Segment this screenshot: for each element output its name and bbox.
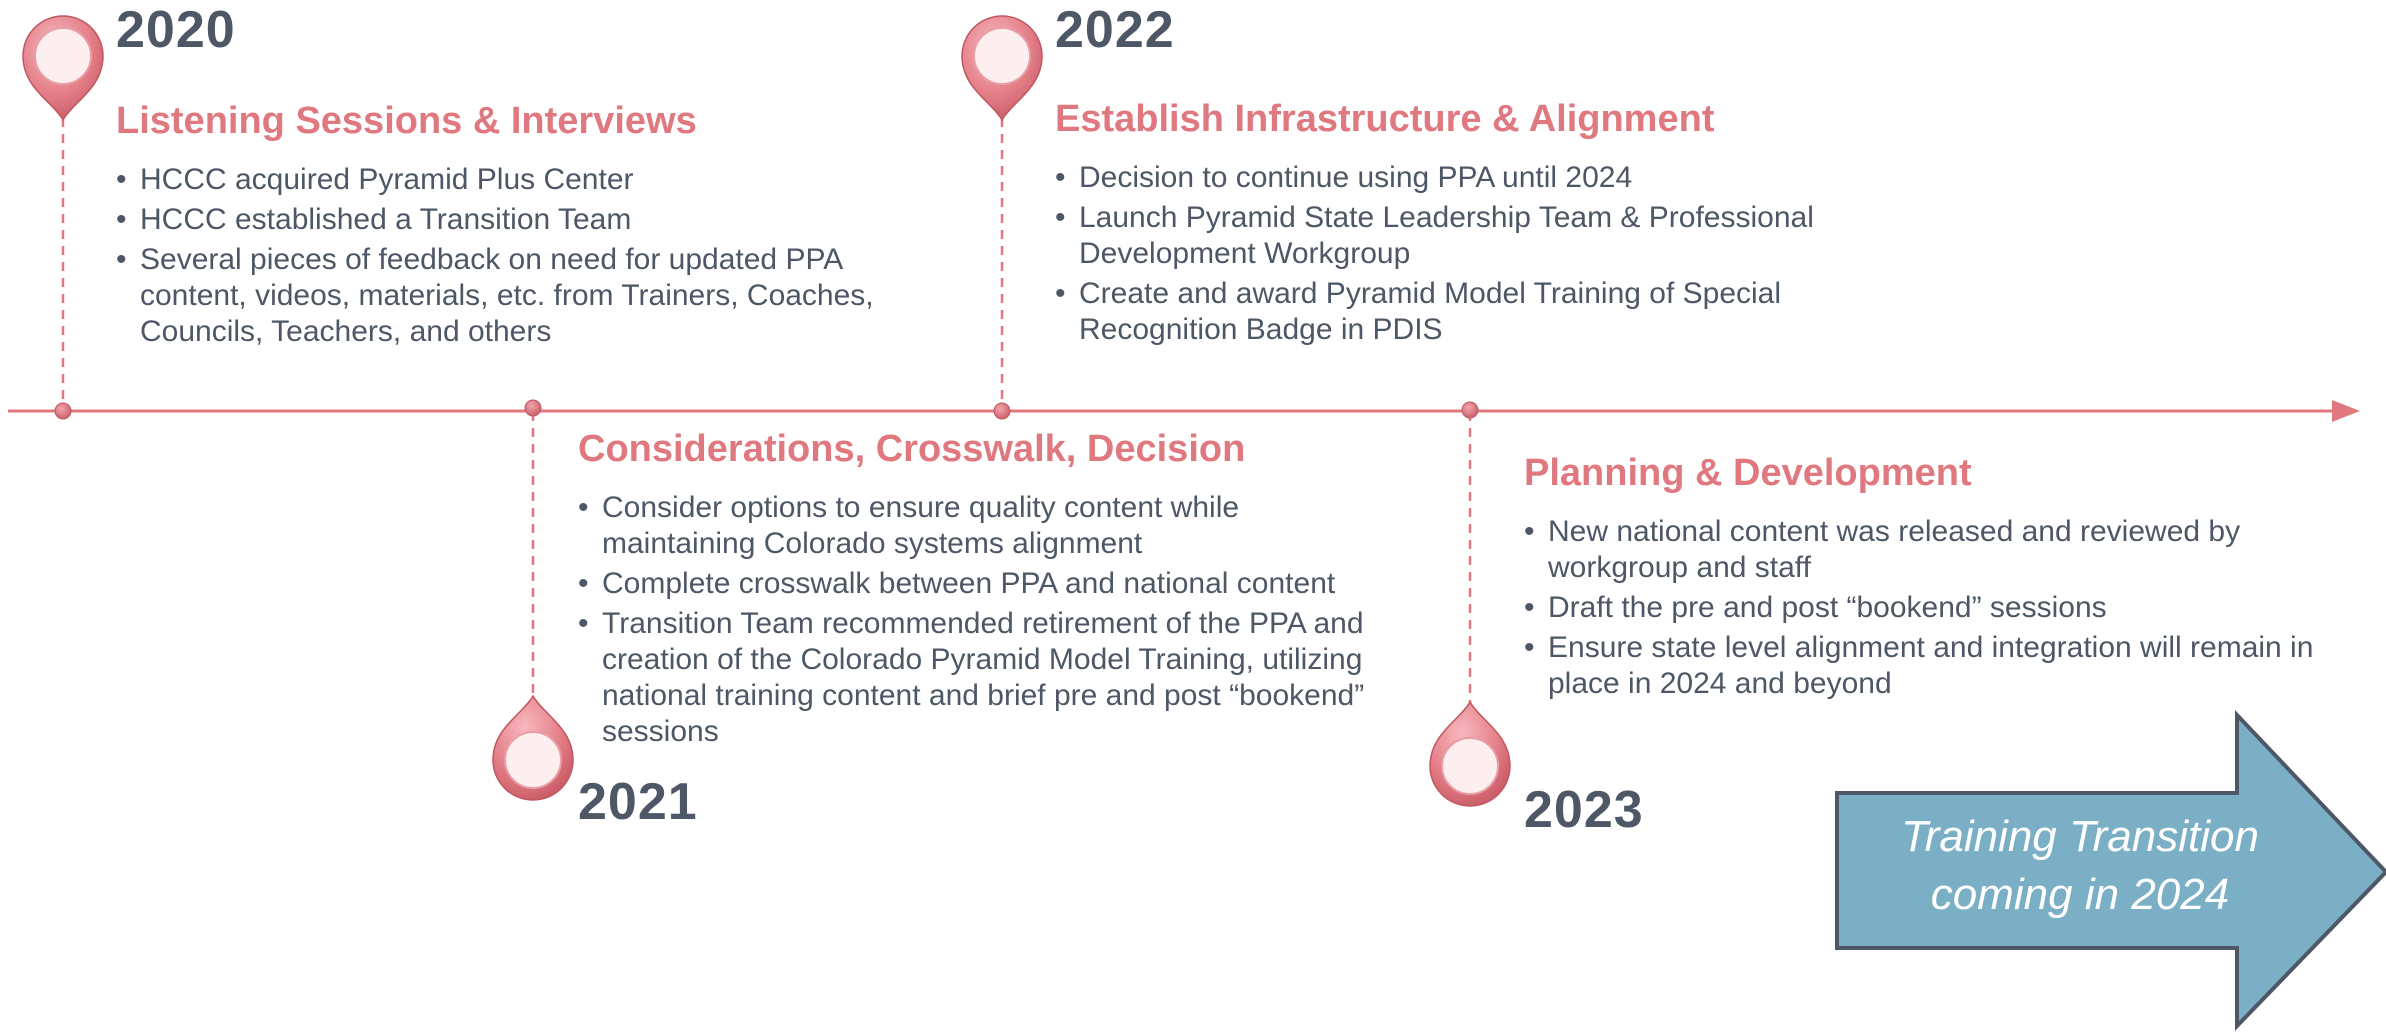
axis-dot-2023 xyxy=(1461,401,1479,419)
map-pin-icon xyxy=(961,15,1043,122)
list-item: Complete crosswalk between PPA and natio… xyxy=(578,566,1378,602)
axis-dot-2021 xyxy=(524,399,542,417)
map-pin-icon xyxy=(1429,700,1511,807)
list-item: HCCC acquired Pyramid Plus Center xyxy=(116,162,896,198)
axis-dot-2022 xyxy=(993,402,1011,420)
year-2020: 2020 xyxy=(116,1,236,59)
training-transition-arrow-shape xyxy=(1835,709,2386,1031)
milestone-title-2021: Considerations, Crosswalk, Decision xyxy=(578,428,1246,470)
year-2023: 2023 xyxy=(1524,781,1644,839)
list-item: HCCC established a Transition Team xyxy=(116,202,896,238)
list-item: Consider options to ensure quality conte… xyxy=(578,490,1378,562)
list-item: Launch Pyramid State Leadership Team & P… xyxy=(1055,200,1855,272)
list-item: Create and award Pyramid Model Training … xyxy=(1055,276,1855,348)
axis-dot-2020 xyxy=(54,402,72,420)
year-2022: 2022 xyxy=(1055,1,1175,59)
list-item: Draft the pre and post “bookend” session… xyxy=(1524,590,2314,626)
year-2021: 2021 xyxy=(578,773,698,831)
map-pin-icon xyxy=(22,15,104,122)
training-transition-callout: Training Transition coming in 2024 xyxy=(1850,808,2310,924)
map-pin-icon xyxy=(492,694,574,801)
milestone-bullets-2021: Consider options to ensure quality conte… xyxy=(578,490,1378,754)
list-item: Transition Team recommended retirement o… xyxy=(578,606,1378,750)
milestone-bullets-2020: HCCC acquired Pyramid Plus Center HCCC e… xyxy=(116,162,896,354)
callout-line-2: coming in 2024 xyxy=(1930,870,2230,919)
milestone-title-2023: Planning & Development xyxy=(1524,452,1972,494)
callout-line-1: Training Transition xyxy=(1901,812,2259,861)
list-item: Several pieces of feedback on need for u… xyxy=(116,242,896,350)
milestone-bullets-2022: Decision to continue using PPA until 202… xyxy=(1055,160,1855,352)
list-item: Decision to continue using PPA until 202… xyxy=(1055,160,1855,196)
milestone-title-2020: Listening Sessions & Interviews xyxy=(116,100,697,142)
list-item: Ensure state level alignment and integra… xyxy=(1524,630,2314,702)
milestone-title-2022: Establish Infrastructure & Alignment xyxy=(1055,98,1715,140)
list-item: New national content was released and re… xyxy=(1524,514,2314,586)
milestone-bullets-2023: New national content was released and re… xyxy=(1524,514,2314,706)
timeline-arrowhead-icon xyxy=(2332,400,2360,422)
